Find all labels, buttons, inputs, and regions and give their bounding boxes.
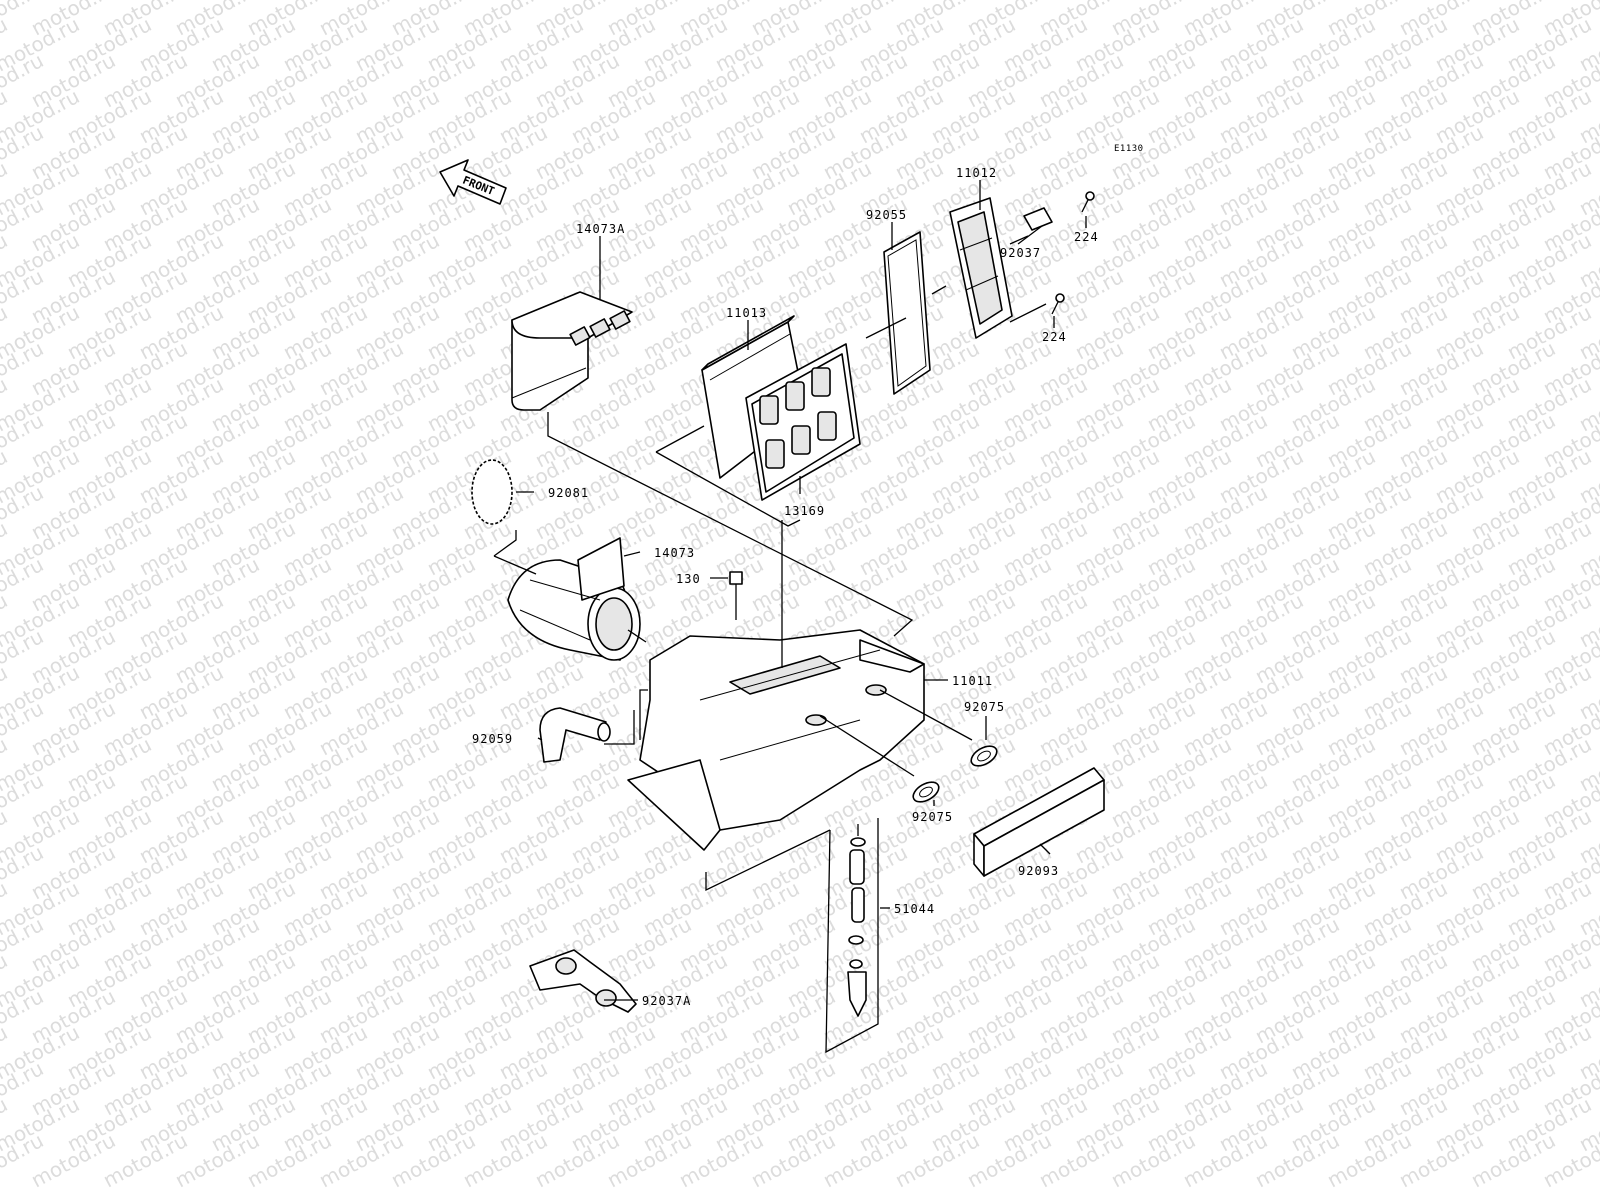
part-92075-grommet-b [912, 781, 940, 803]
watermark-text: motod.ru [1575, 0, 1600, 4]
part-14073A-duct [511, 291, 633, 411]
part-11012-cover [949, 197, 1013, 339]
label-11011: 11011 [952, 674, 994, 688]
label-13169: 13169 [784, 504, 826, 518]
part-92081-band [471, 459, 513, 525]
label-92037A: 92037A [642, 994, 692, 1008]
part-92055-gasket [883, 231, 931, 395]
part-224-bolt-lower [1051, 293, 1065, 315]
part-224-bolt-upper [1081, 191, 1095, 213]
label-92081: 92081 [548, 486, 590, 500]
label-92093: 92093 [1018, 864, 1060, 878]
label-11013: 11013 [726, 306, 768, 320]
label-92075-lower: 92075 [912, 810, 954, 824]
part-92037A-clamp [529, 949, 637, 1013]
label-51044: 51044 [894, 902, 936, 916]
label-92059: 92059 [472, 732, 514, 746]
part-130-bolt [729, 571, 743, 620]
part-92059-hose [539, 707, 611, 763]
part-92093-plate [973, 767, 1105, 877]
label-224-lower: 224 [1042, 330, 1067, 344]
label-130: 130 [676, 572, 701, 586]
label-92055: 92055 [866, 208, 908, 222]
part-92075-grommet-a [970, 745, 998, 767]
diagram-code: E1130 [1114, 144, 1144, 154]
label-92037: 92037 [1000, 246, 1042, 260]
label-14073A: 14073A [576, 222, 626, 236]
label-92075-upper: 92075 [964, 700, 1006, 714]
part-11011-air-case [627, 629, 925, 851]
label-14073: 14073 [654, 546, 696, 560]
label-224-upper: 224 [1074, 230, 1099, 244]
part-51044-drain-assembly [847, 837, 867, 1017]
label-11012: 11012 [956, 166, 998, 180]
part-14073-inlet [507, 537, 641, 661]
part-92037-clamp [1023, 207, 1053, 231]
front-arrow-icon: FRONT [439, 159, 507, 205]
